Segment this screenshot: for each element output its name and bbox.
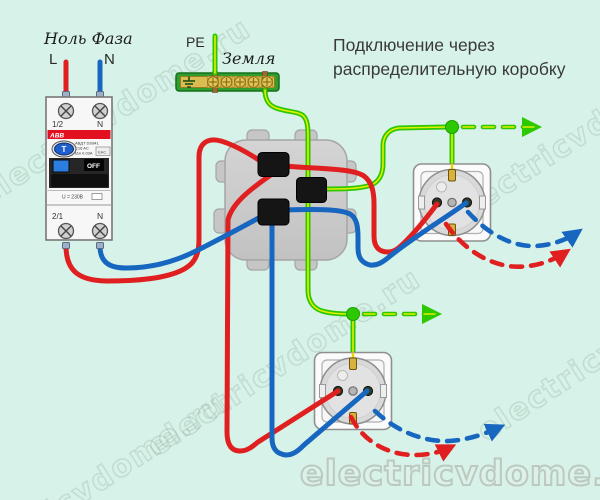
- ground-symbol-icon: [183, 76, 195, 88]
- socket-side-tab: [418, 195, 425, 210]
- ground-bus: [175, 71, 280, 93]
- eac-mark: [95, 146, 111, 156]
- neutral-continuation-arrow-2: [372, 408, 506, 444]
- pe-bus-to-box-stripe: [264, 89, 351, 315]
- phase-continuation-arrow-2: [348, 414, 457, 462]
- neutral-wires: [97, 59, 469, 458]
- socket-center-screw: [348, 386, 358, 396]
- diagram-title: Подключение через распределительную коро…: [333, 33, 566, 81]
- phase-l-label: L: [49, 51, 58, 68]
- wire-ferrule: [96, 242, 104, 249]
- watermark-main: electricvdome.ru: [299, 453, 600, 495]
- bus-screw: [261, 76, 273, 88]
- neutral-box-to-outlet1: [283, 200, 469, 268]
- title-line1: Подключение через: [333, 35, 495, 55]
- connector-neutral: [257, 198, 290, 226]
- wire-connectors: [257, 152, 327, 226]
- circuit-breaker: 1/2 N ABB АВДТ DS941 C16 AC IΔn 0.03A EA…: [45, 91, 113, 249]
- ground-clip-top: [448, 169, 456, 182]
- socket-logo: [337, 370, 348, 381]
- title-line2: распределительную коробку: [333, 59, 566, 79]
- eac-text: EAC: [98, 150, 106, 155]
- socket-side-tab: [380, 384, 387, 398]
- neutral-continuation-arrow-1: [465, 209, 583, 249]
- neutral-n-label: N: [104, 51, 115, 68]
- bus-screw: [207, 76, 219, 88]
- brand-band: [47, 130, 111, 139]
- pe-junction-dot-1: [445, 120, 459, 134]
- flow-arrows: [348, 209, 583, 462]
- pe-junction-dot-2: [346, 307, 360, 321]
- voltage-icon: [91, 193, 103, 200]
- socket-side-tab: [319, 384, 326, 398]
- socket-center-screw: [447, 197, 457, 208]
- socket-side-tab: [479, 195, 486, 210]
- off-label: OFF: [87, 163, 100, 170]
- terminal-label-n-bottom: N: [97, 211, 103, 221]
- model-text: АВДТ DS941: [75, 141, 100, 146]
- phase-box-to-outlet2: [224, 171, 341, 454]
- terminal-label-n-top: N: [97, 119, 103, 129]
- connector-pe: [296, 177, 327, 203]
- neutral-breaker-to-box: [97, 211, 269, 271]
- bus-screw: [220, 76, 233, 88]
- phase-continuation-arrow-1: [443, 221, 571, 269]
- earth-label: Земля: [222, 49, 276, 68]
- terminal-label-12: 1/2: [52, 120, 64, 129]
- off-lever: [84, 159, 104, 171]
- socket-logo: [436, 181, 447, 193]
- ground-clip-top: [349, 357, 357, 370]
- terminal-label-21: 2/1: [52, 212, 64, 221]
- bus-screw: [247, 76, 260, 88]
- spec2-text: IΔn 0.03A: [75, 151, 93, 156]
- bus-screw-terminals: [207, 76, 273, 88]
- connector-phase: [257, 152, 290, 177]
- phase-box-to-outlet1: [281, 163, 440, 255]
- indicator-window: [52, 159, 70, 173]
- rocker-bar: [51, 174, 108, 187]
- neutral-box-to-outlet2: [269, 221, 370, 458]
- test-button: [54, 142, 74, 156]
- terminal-screw-top-right: [91, 102, 109, 120]
- pe-wires: [212, 33, 543, 365]
- wire-ferrule: [62, 242, 70, 249]
- spec1-text: C16 AC: [75, 146, 89, 151]
- phase-wires: [63, 59, 440, 454]
- pe-label: PE: [186, 34, 205, 50]
- test-button-label: T: [62, 145, 67, 154]
- terminal-screw-bottom-right: [91, 222, 109, 240]
- bus-screw: [234, 76, 246, 88]
- brand-logo: ABB: [49, 133, 64, 140]
- phase-breaker-to-box: [63, 137, 271, 284]
- pe-box-to-junction1-stripe: [321, 126, 447, 190]
- terminal-screw-top-left: [57, 102, 75, 120]
- neutral-phase-label: Ноль Фаза: [44, 29, 133, 48]
- terminal-screw-bottom-left: [57, 222, 75, 240]
- voltage-text: U = 230В: [62, 195, 84, 201]
